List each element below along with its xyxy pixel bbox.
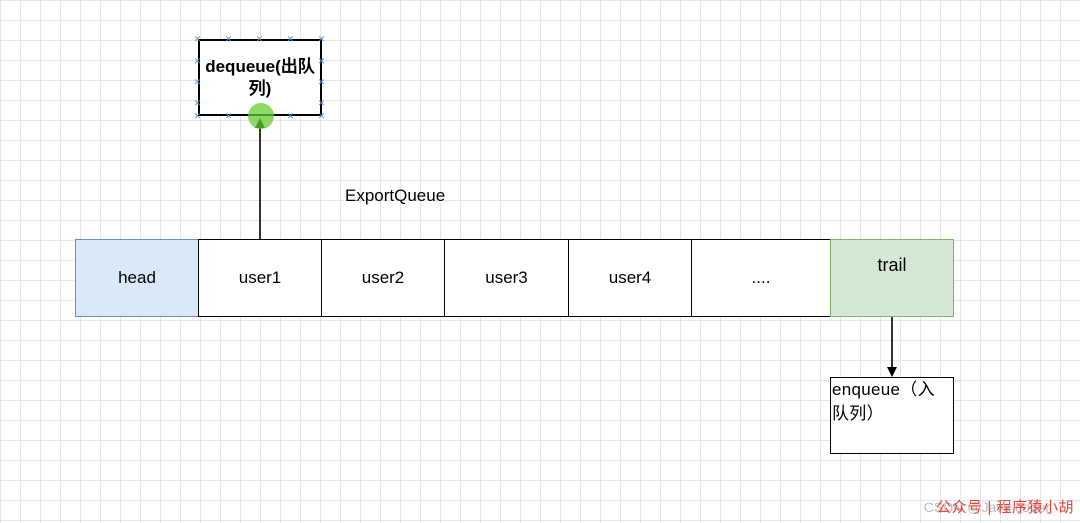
cell-label: head	[118, 268, 156, 287]
queue-cell-user2[interactable]: user2	[321, 239, 445, 317]
selection-handle-icon[interactable]: ✕	[193, 98, 202, 108]
selection-handle-icon[interactable]: ✕	[224, 34, 233, 44]
cell-label: user3	[485, 268, 528, 287]
selection-handle-icon[interactable]: ✕	[224, 111, 233, 121]
queue-cell-trail[interactable]: trail	[830, 239, 954, 317]
enqueue-box[interactable]: enqueue（入队列）	[830, 377, 954, 454]
queue-cell-user3[interactable]: user3	[444, 239, 569, 317]
queue-cell-user1[interactable]: user1	[198, 239, 322, 317]
selection-handle-icon[interactable]: ✕	[193, 111, 202, 121]
cell-label: user1	[238, 268, 282, 287]
selection-handle-icon[interactable]: ✕	[317, 56, 326, 66]
connection-point-icon[interactable]	[248, 103, 274, 129]
queue-cell-head[interactable]: head	[75, 239, 199, 317]
enqueue-label: enqueue（入队列）	[832, 380, 935, 423]
selection-handle-icon[interactable]: ✕	[317, 34, 326, 44]
selection-handle-icon[interactable]: ✕	[193, 77, 202, 87]
cell-label: user4	[608, 268, 652, 287]
selection-handle-icon[interactable]: ✕	[286, 111, 295, 121]
selection-handle-icon[interactable]: ✕	[317, 77, 326, 87]
cell-label: user2	[361, 268, 405, 287]
selection-handle-icon[interactable]: ✕	[317, 98, 326, 108]
selection-handle-icon[interactable]: ✕	[317, 111, 326, 121]
selection-handle-icon[interactable]: ✕	[286, 34, 295, 44]
selection-handle-icon[interactable]: ✕	[193, 56, 202, 66]
queue-title: ExportQueue	[345, 186, 446, 205]
watermark-csdn: CSDN @Java coder	[923, 499, 1050, 515]
watermark: 公众号 | 程序猿小胡	[936, 499, 1074, 516]
queue-cell-more[interactable]: ....	[691, 239, 831, 317]
dequeue-label: dequeue(出队列)	[205, 57, 315, 98]
queue-cell-user4[interactable]: user4	[568, 239, 692, 317]
selection-handle-icon[interactable]: ✕	[255, 34, 264, 44]
cell-label: trail	[877, 255, 907, 275]
selection-handle-icon[interactable]: ✕	[193, 34, 202, 44]
cell-label: ....	[751, 268, 771, 287]
